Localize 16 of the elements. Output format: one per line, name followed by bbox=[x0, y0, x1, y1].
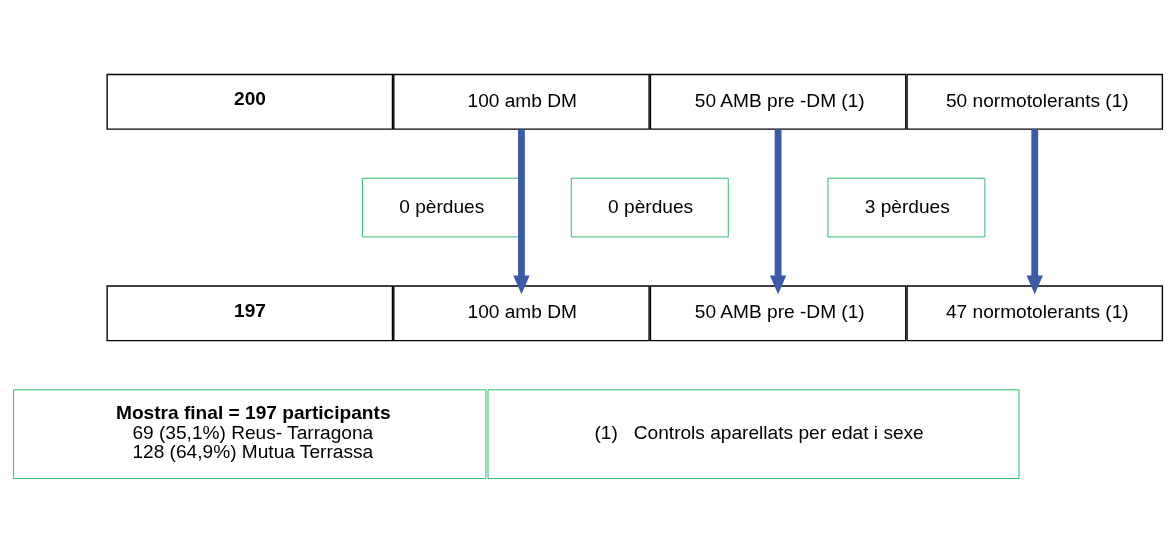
arrow bbox=[513, 128, 530, 294]
node-box: 50 normotolerants (1) bbox=[906, 73, 1164, 130]
node-box: 100 amb DM bbox=[393, 73, 650, 130]
node-box: 47 normotolerants (1) bbox=[906, 284, 1164, 341]
node-box: 0 pèrdues bbox=[362, 177, 520, 237]
node-box: (1) Controls aparellats per edat i sexe bbox=[487, 388, 1020, 479]
arrow bbox=[769, 128, 787, 294]
node-box: 100 amb DM bbox=[393, 284, 650, 341]
node-box: 3 pèrdues bbox=[827, 177, 986, 237]
arrow bbox=[1026, 128, 1043, 294]
node-box: 50 AMB pre -DM (1) bbox=[649, 73, 907, 130]
node-box: 50 AMB pre -DM (1) bbox=[649, 284, 907, 341]
node-box: Mostra final = 197 participants 69 (35,1%) Reus- Tarragona 128 (64,9%) Mutua Terrassa bbox=[13, 388, 487, 479]
node-box: 200 bbox=[106, 73, 394, 130]
node-box: 0 pèrdues bbox=[570, 177, 729, 237]
node-box: 197 bbox=[106, 284, 394, 341]
